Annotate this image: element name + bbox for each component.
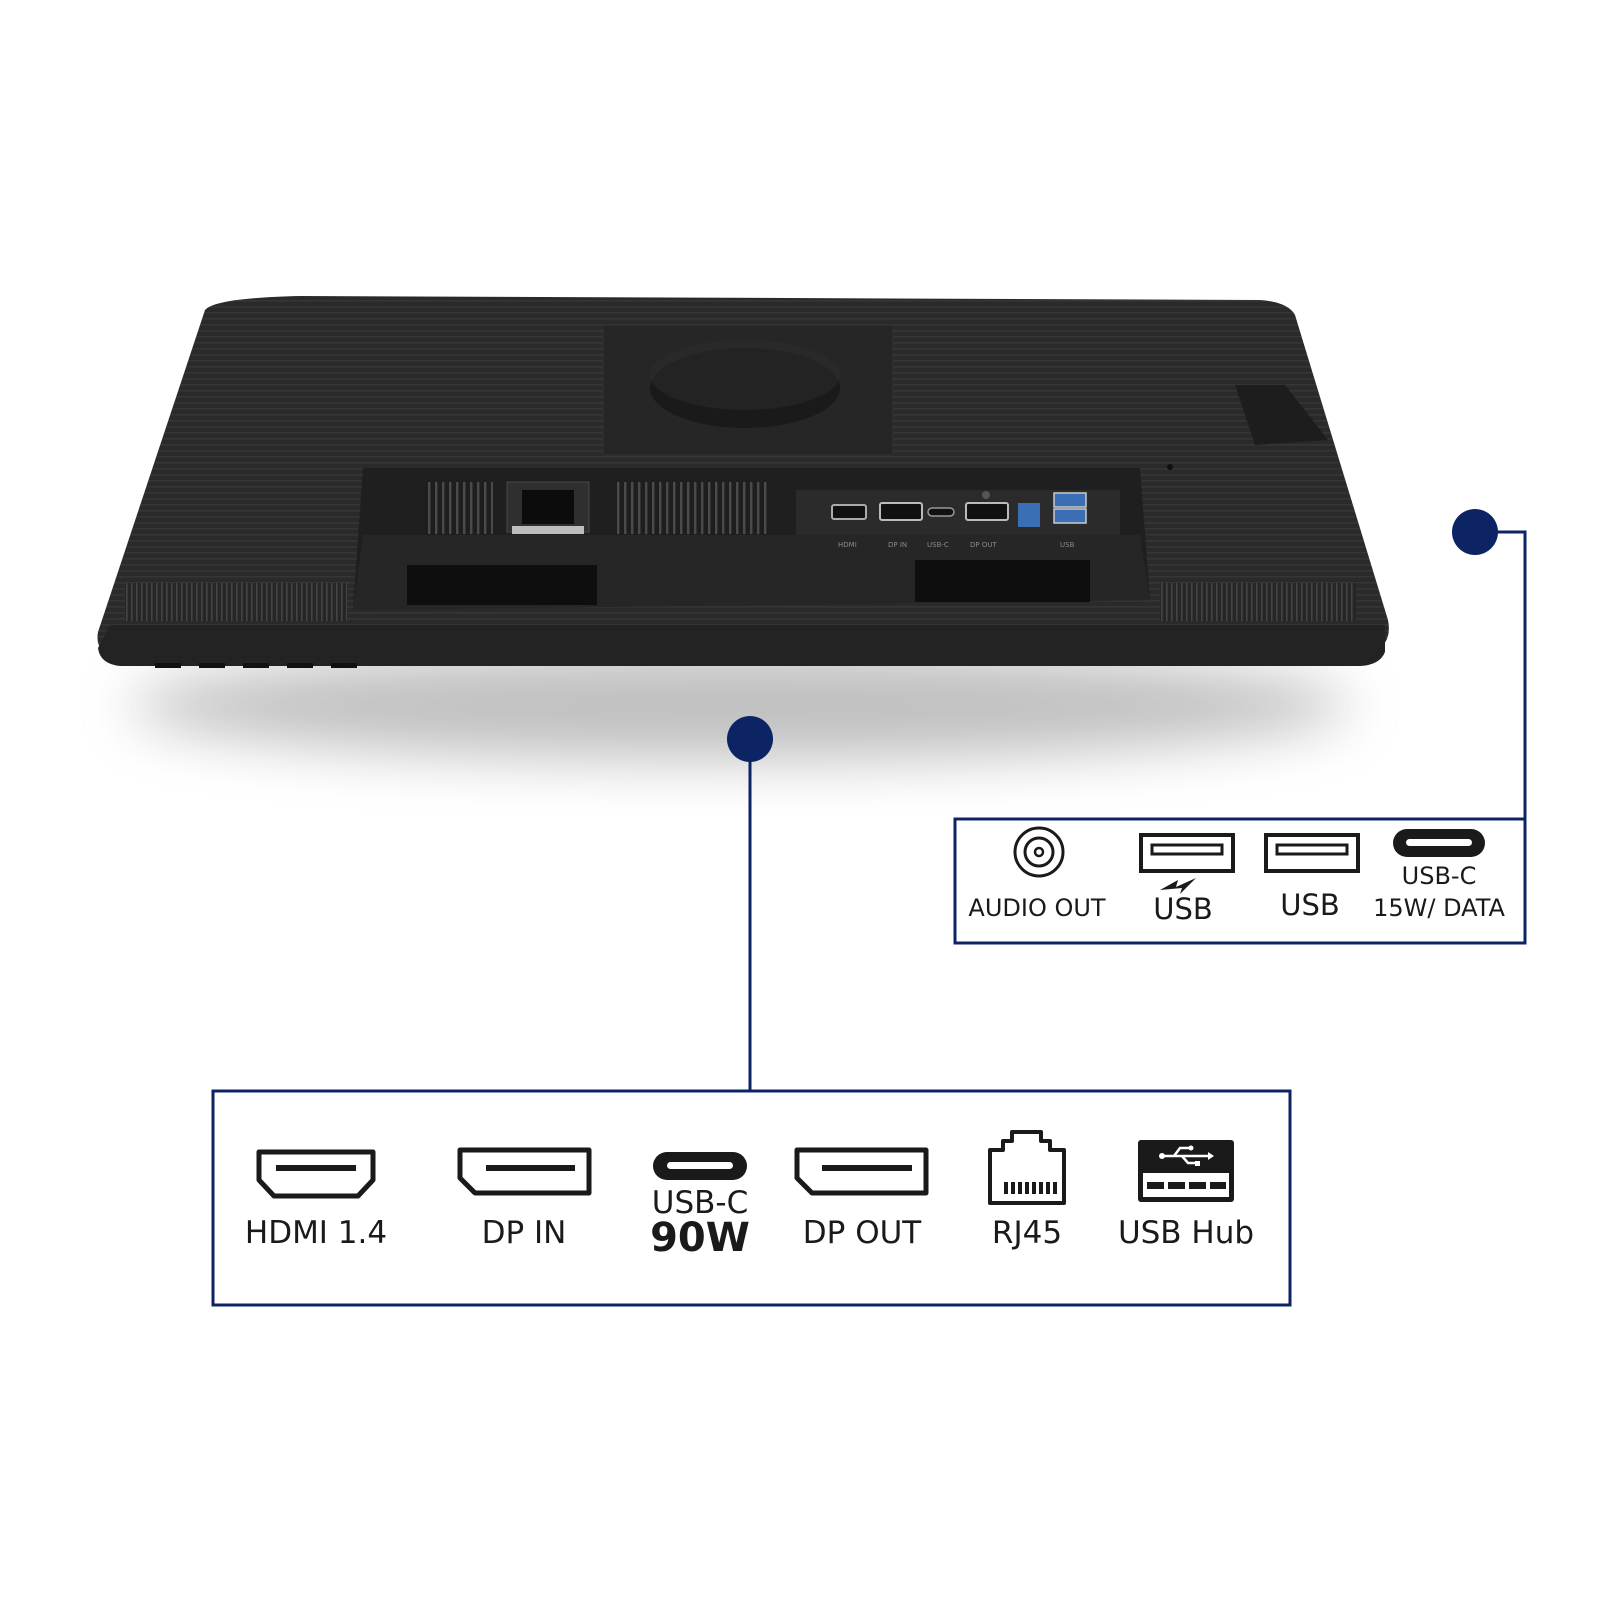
- rj45-label: RJ45: [991, 1215, 1063, 1251]
- usb-c-data-label: 15W/ DATA: [1373, 894, 1505, 922]
- usb-c-wattage-label: 90W: [650, 1215, 750, 1261]
- usb-c-port-icon: [653, 1152, 747, 1180]
- usb-label: USB: [1280, 888, 1340, 922]
- rear-port-label: USB-C: [927, 541, 949, 549]
- usb-charging-label: USB: [1153, 892, 1213, 926]
- rear-port-label: HDMI: [838, 541, 857, 549]
- callout-dot-bottom: [727, 716, 773, 762]
- usb-c-port-icon: [1393, 829, 1485, 857]
- monitor-control-buttons: [155, 663, 357, 668]
- callout-dot-side: [1452, 509, 1498, 555]
- monitor-shadow: [130, 650, 1350, 760]
- io-vents-left: [425, 482, 493, 534]
- dp-out-label: DP OUT: [802, 1215, 922, 1251]
- monitor-back: HDMI DP IN USB-C DP OUT USB: [97, 296, 1389, 668]
- usb-hub-icon: [1138, 1140, 1234, 1202]
- usb-a-charging-icon: [1139, 833, 1235, 894]
- rear-port-label: USB: [1060, 541, 1075, 549]
- usb-c-label: USB-C: [651, 1185, 749, 1221]
- rear-ports: [831, 491, 1087, 527]
- rear-port-labels: HDMI DP IN USB-C DP OUT USB: [838, 541, 1075, 549]
- hdmi-port-icon: [256, 1149, 376, 1199]
- right-edge-vents: [1160, 583, 1356, 621]
- usb-hub-label: USB Hub: [1117, 1215, 1255, 1251]
- usb-a-port-icon: [1264, 833, 1360, 873]
- displayport-icon: [457, 1147, 592, 1196]
- displayport-icon: [794, 1147, 929, 1196]
- audio-jack-icon: [1013, 826, 1065, 878]
- left-edge-vents: [125, 583, 347, 621]
- audio-out-label: AUDIO OUT: [968, 894, 1106, 922]
- io-vents-right: [613, 482, 771, 534]
- rear-port-label: DP IN: [888, 541, 907, 549]
- bottom-ports-panel: [211, 1089, 1292, 1307]
- rj45-port-icon: [988, 1130, 1066, 1205]
- usb-c-side-label: USB-C: [1401, 862, 1477, 890]
- dp-in-label: DP IN: [481, 1215, 567, 1251]
- hdmi-label: HDMI 1.4: [244, 1215, 388, 1251]
- rear-port-label: DP OUT: [970, 541, 997, 549]
